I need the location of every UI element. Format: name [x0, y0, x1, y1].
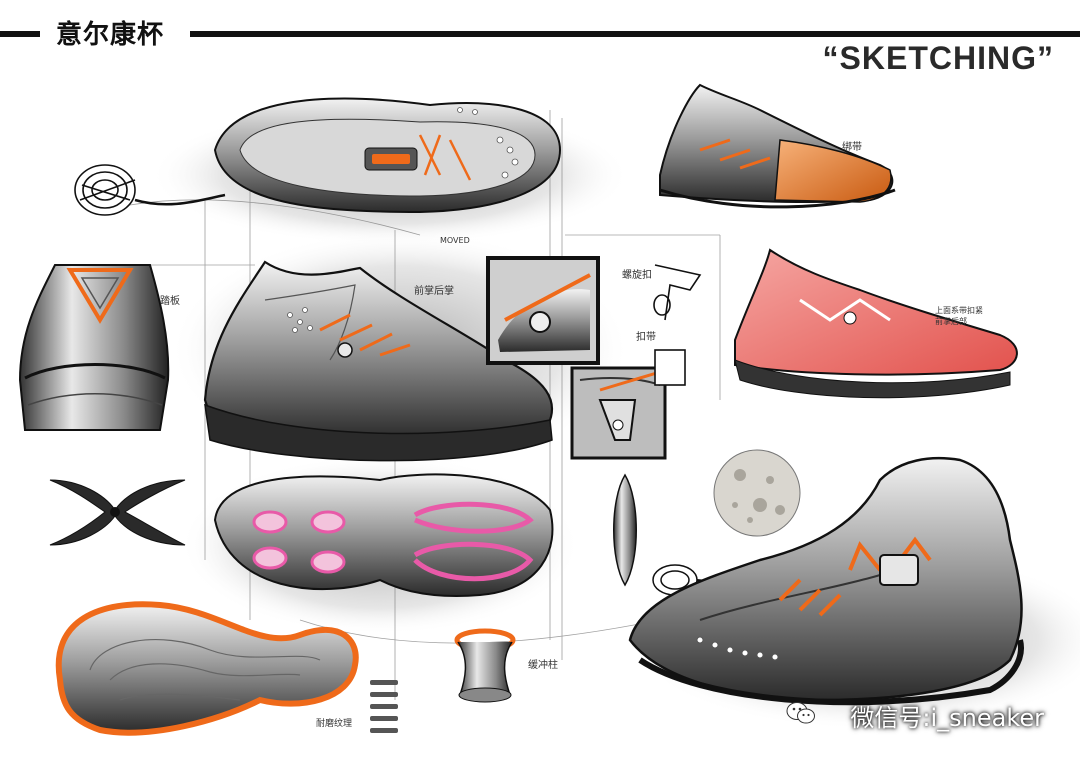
main-side-shoe [203, 260, 554, 462]
page-title: 意尔康杯 [56, 20, 165, 50]
orange-shoe-top-right [659, 83, 896, 209]
note-mid: MOVED [440, 236, 470, 245]
x-shape-sketch [49, 479, 186, 546]
page-subtitle: “SKETCHING” [822, 40, 1054, 76]
buckle-sketch [653, 264, 702, 386]
hero-shoe [628, 456, 1024, 706]
outsole-pods [213, 473, 554, 597]
heel-rear-view [18, 264, 170, 431]
watermark-text: 微信号:i_sneaker [850, 704, 1044, 732]
coil-sketch [74, 164, 226, 216]
note-top-shoe: 前掌后掌 [414, 286, 454, 297]
header-line-right [190, 31, 1080, 37]
note-red-shoe: 上面系带扣紧 前掌后部 [935, 306, 983, 326]
top-view-shoe [213, 97, 562, 214]
insole-sketch [55, 601, 359, 736]
spring-column [454, 628, 516, 703]
lens-sketch [613, 473, 637, 587]
detail-box-a [486, 256, 600, 365]
note-detail-a: 螺旋扣 [622, 270, 652, 281]
wechat-icon [786, 702, 815, 724]
note-spring: 缓冲柱 [528, 660, 558, 671]
header-line-left [0, 31, 40, 37]
note-sole: 耐磨纹理 [316, 719, 353, 729]
note-orange: 绑带 [842, 142, 862, 153]
moon-sphere [713, 449, 801, 537]
swatch-bars [370, 680, 398, 733]
note-left: 踏板 [160, 296, 180, 307]
detail-box-b [570, 366, 667, 460]
red-shoe-right [734, 248, 1018, 399]
note-detail-b: 扣带 [636, 332, 656, 343]
